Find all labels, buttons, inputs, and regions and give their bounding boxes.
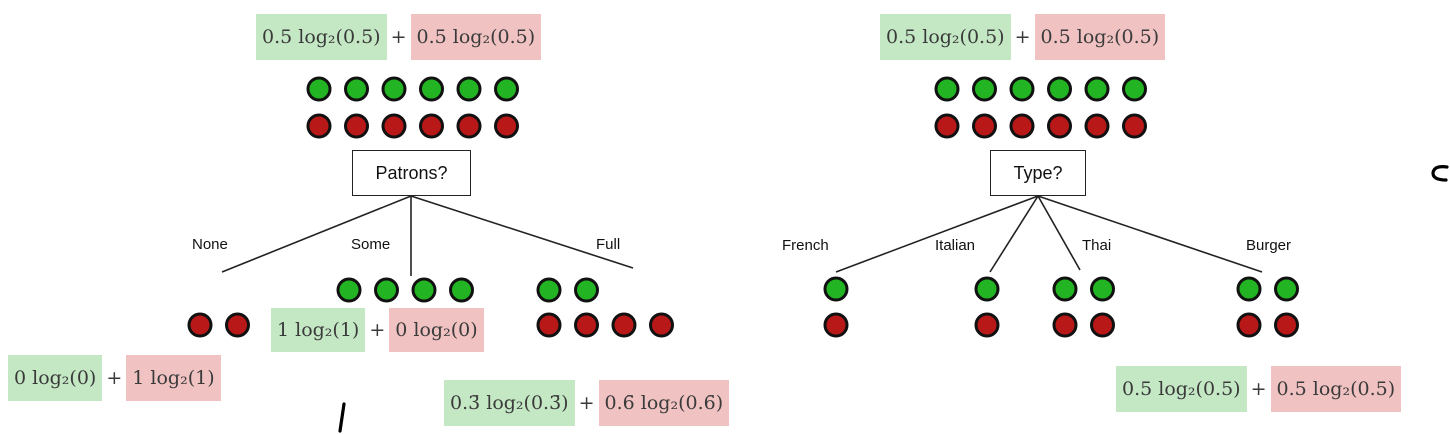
green-example-dot: [456, 76, 482, 102]
green-example-dot: [419, 76, 444, 102]
green-example-dot: [1047, 76, 1072, 102]
red-example-dot: [1052, 312, 1078, 338]
branch-label-french: French: [782, 237, 829, 254]
left-root-entropy-formula: 0.5 log₂(0.5) + 0.5 log₂(0.5): [256, 14, 542, 60]
green-example-dot: [449, 277, 474, 303]
plus-sign: +: [1246, 366, 1271, 412]
red-example-dot: [187, 312, 213, 338]
green-term: 0.5 log₂(0.5): [256, 14, 387, 60]
green-example-dot: [344, 76, 369, 102]
red-example-dot: [1009, 113, 1035, 139]
plus-sign: +: [1010, 14, 1035, 60]
green-term: 0.5 log₂(0.5): [1116, 366, 1247, 412]
right-root-entropy-formula: 0.5 log₂(0.5) + 0.5 log₂(0.5): [880, 14, 1166, 60]
red-example-dot: [494, 113, 519, 139]
pen-mark: [338, 402, 346, 433]
edge-type-italian: [989, 195, 1039, 273]
green-example-dot: [306, 76, 332, 102]
red-example-dot: [1084, 113, 1110, 139]
green-term: 0.3̄ log₂(0.3̄): [444, 380, 575, 426]
red-term: 0.6̄ log₂(0.6̄): [598, 380, 730, 426]
red-example-dot: [574, 312, 599, 338]
red-term: 0.5 log₂(0.5): [1270, 366, 1402, 412]
pen-mark: [1431, 165, 1449, 182]
red-example-dot: [225, 312, 250, 338]
green-term: 1 log₂(1): [271, 308, 366, 352]
branch-label-thai: Thai: [1082, 237, 1112, 254]
green-example-dot: [1009, 76, 1035, 102]
red-example-dot: [823, 312, 849, 338]
branch-label-burger: Burger: [1246, 237, 1292, 254]
green-example-dot: [823, 276, 849, 302]
red-example-dot: [456, 113, 482, 139]
red-example-dot: [1236, 312, 1262, 338]
green-example-dot: [411, 277, 437, 303]
red-example-dot: [1274, 312, 1299, 338]
green-example-dot: [574, 277, 599, 303]
type-split-node: Type?: [990, 150, 1086, 196]
green-example-dot: [374, 277, 399, 303]
plus-sign: +: [102, 355, 127, 401]
edge-type-thai: [1037, 195, 1081, 271]
none-branch-entropy-formula: 0 log₂(0) + 1 log₂(1): [8, 355, 221, 401]
edge-patrons-none: [221, 195, 412, 273]
red-example-dot: [419, 113, 444, 139]
red-example-dot: [1047, 113, 1072, 139]
green-example-dot: [336, 277, 362, 303]
plus-sign: +: [574, 380, 599, 426]
red-example-dot: [344, 113, 369, 139]
red-term: 1 log₂(1): [126, 355, 221, 401]
patrons-split-node: Patrons?: [352, 150, 471, 196]
red-term: 0.5 log₂(0.5): [1034, 14, 1166, 60]
red-example-dot: [306, 113, 332, 139]
branch-label-some: Some: [351, 236, 391, 253]
branch-label-none: None: [192, 236, 228, 253]
branch-label-italian: Italian: [935, 237, 976, 254]
green-term: 0 log₂(0): [8, 355, 103, 401]
full-branch-entropy-formula: 0.3̄ log₂(0.3̄) + 0.6̄ log₂(0.6̄): [444, 380, 730, 426]
branch-label-full: Full: [596, 236, 621, 253]
green-example-dot: [494, 76, 519, 102]
red-example-dot: [611, 312, 637, 338]
red-example-dot: [381, 113, 407, 139]
green-example-dot: [974, 276, 1000, 302]
plus-sign: +: [386, 14, 411, 60]
right-branch-entropy-formula: 0.5 log₂(0.5) + 0.5 log₂(0.5): [1116, 366, 1402, 412]
red-example-dot: [974, 312, 1000, 338]
red-example-dot: [536, 312, 562, 338]
red-example-dot: [972, 113, 997, 139]
edge-type-burger: [1037, 195, 1263, 273]
red-term: 0.5 log₂(0.5): [410, 14, 542, 60]
green-example-dot: [1274, 276, 1299, 302]
red-example-dot: [934, 113, 960, 139]
green-example-dot: [934, 76, 960, 102]
green-example-dot: [1052, 276, 1078, 302]
edge-patrons-full: [410, 195, 634, 269]
some-branch-entropy-formula: 1 log₂(1) + 0 log₂(0): [271, 308, 484, 352]
green-example-dot: [1084, 76, 1110, 102]
red-example-dot: [1090, 312, 1115, 338]
green-example-dot: [972, 76, 997, 102]
green-example-dot: [536, 277, 562, 303]
green-example-dot: [381, 76, 407, 102]
plus-sign: +: [365, 308, 390, 352]
red-example-dot: [1122, 113, 1147, 139]
green-term: 0.5 log₂(0.5): [880, 14, 1011, 60]
green-example-dot: [1090, 276, 1115, 302]
red-term: 0 log₂(0): [389, 308, 484, 352]
green-example-dot: [1236, 276, 1262, 302]
red-example-dot: [649, 312, 674, 338]
edge-type-french: [835, 195, 1039, 273]
green-example-dot: [1122, 76, 1147, 102]
